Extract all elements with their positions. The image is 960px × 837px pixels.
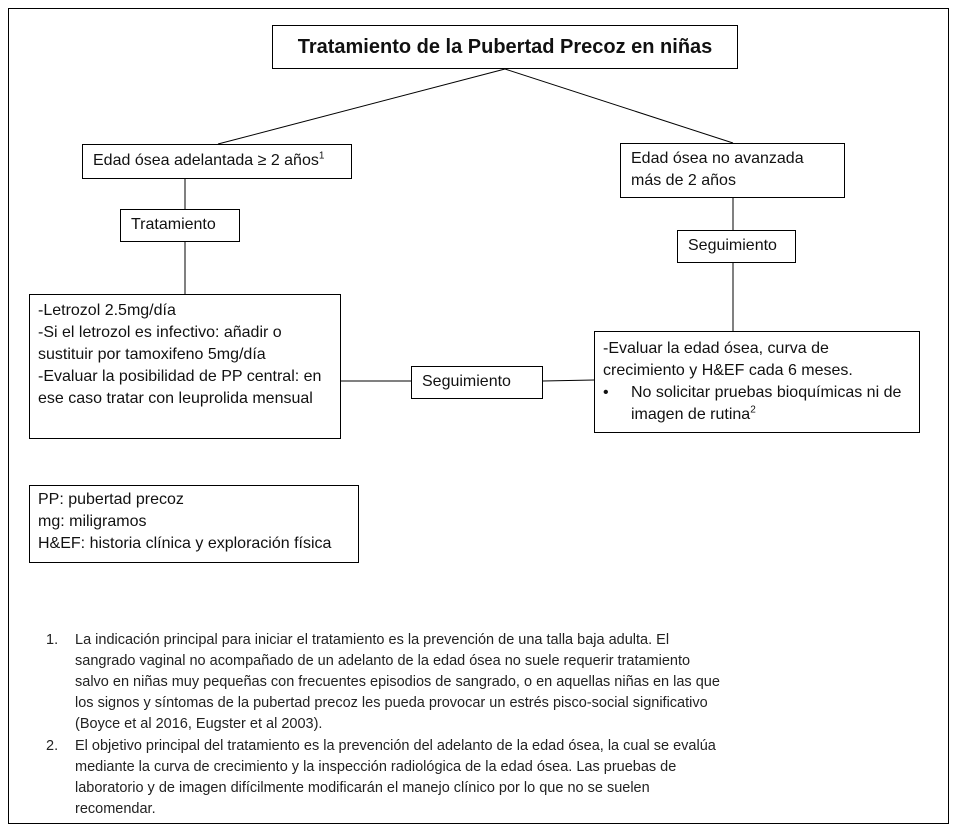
followup-bullet-text: No solicitar pruebas bioquímicas ni de i… xyxy=(631,384,902,423)
treatment-actions-box: -Letrozol 2.5mg/día -Si el letrozol es i… xyxy=(29,294,341,439)
footnote-item: 2. El objetivo principal del tratamiento… xyxy=(40,736,720,820)
footnote-text: La indicación principal para iniciar el … xyxy=(75,632,720,732)
footnote-text: El objetivo principal del tratamiento es… xyxy=(75,738,716,817)
followup-action-intro: -Evaluar la edad ósea, curva de crecimie… xyxy=(603,340,853,379)
followup-label-box-middle: Seguimiento xyxy=(411,366,543,399)
abbreviation-hef: H&EF: historia clínica y exploración fís… xyxy=(38,535,332,552)
bullet-icon: • xyxy=(603,384,609,401)
footnote-number: 2. xyxy=(46,738,59,754)
diagram-title: Tratamiento de la Pubertad Precoz en niñ… xyxy=(272,25,738,69)
treatment-action-2: -Si el letrozol es infectivo: añadir o s… xyxy=(38,324,282,363)
treatment-action-3: -Evaluar la posibilidad de PP central: e… xyxy=(38,368,322,407)
followup-actions-box: -Evaluar la edad ósea, curva de crecimie… xyxy=(594,331,920,433)
abbreviation-pp: PP: pubertad precoz xyxy=(38,491,184,508)
footnote-number: 1. xyxy=(46,632,59,648)
edge-title-to-left-condition xyxy=(217,68,506,145)
abbreviations-box: PP: pubertad precoz mg: miligramos H&EF:… xyxy=(29,485,359,563)
condition-advanced-bone-age-text: Edad ósea adelantada ≥ 2 años xyxy=(93,152,319,169)
edge-middle-followup-to-right-actions xyxy=(542,379,595,382)
followup-bullet-text-wrap: No solicitar pruebas bioquímicas ni de i… xyxy=(631,382,911,426)
footnote-ref-1: 1 xyxy=(318,150,325,162)
edge-title-to-right-condition xyxy=(504,68,734,144)
diagram-frame xyxy=(8,8,949,824)
footnotes-list: 1. La indicación principal para iniciar … xyxy=(40,630,720,821)
followup-label-box-right: Seguimiento xyxy=(677,230,796,263)
treatment-label-box: Tratamiento xyxy=(120,209,240,242)
footnote-ref-2: 2 xyxy=(750,404,756,416)
treatment-action-1: -Letrozol 2.5mg/día xyxy=(38,302,176,319)
abbreviation-mg: mg: miligramos xyxy=(38,513,147,530)
footnote-item: 1. La indicación principal para iniciar … xyxy=(40,630,720,735)
condition-advanced-bone-age: Edad ósea adelantada ≥ 2 años1 xyxy=(82,144,352,179)
followup-bullet-item: • No solicitar pruebas bioquímicas ni de… xyxy=(603,382,911,426)
condition-not-advanced-bone-age: Edad ósea no avanzada más de 2 años xyxy=(620,143,845,198)
